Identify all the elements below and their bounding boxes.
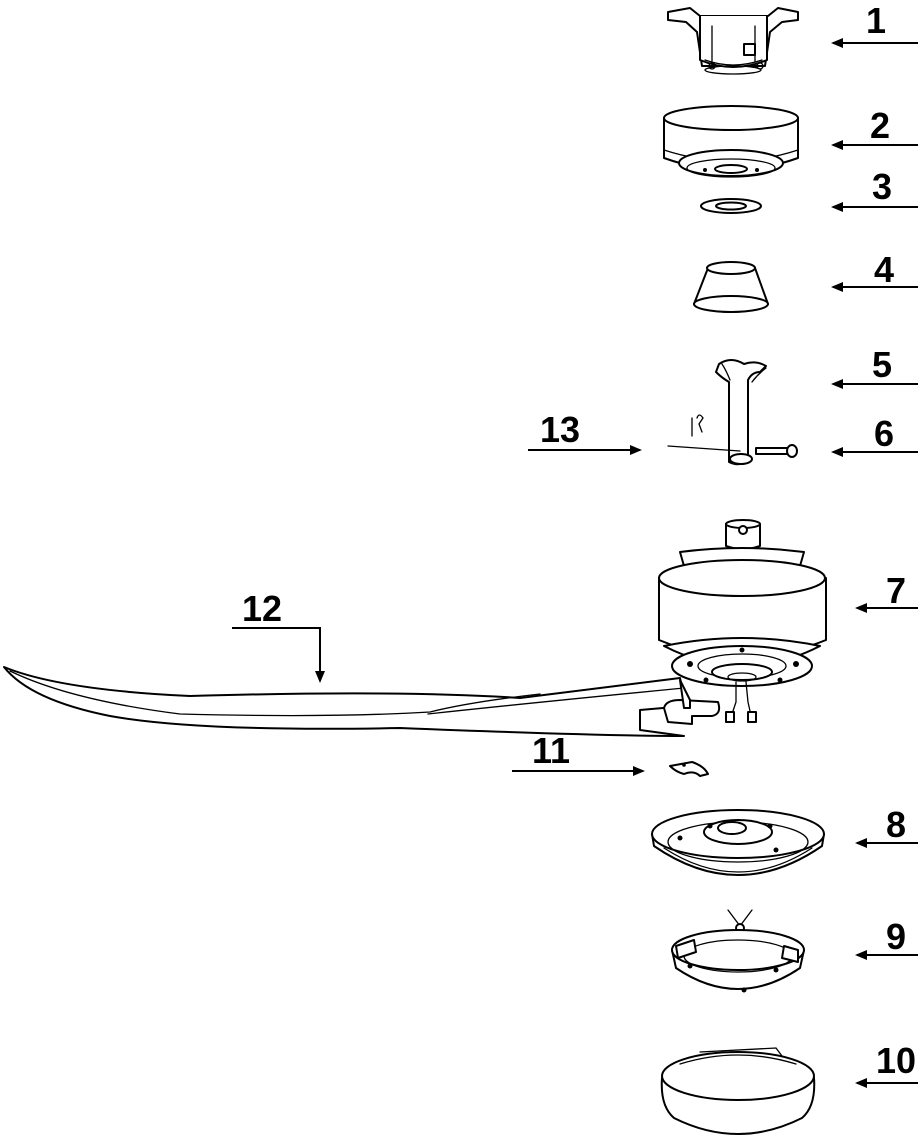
callout-label-7: 7 <box>886 570 906 611</box>
callout-label-4: 4 <box>874 249 894 290</box>
coupling-cover <box>693 261 769 313</box>
callout-label-10: 10 <box>876 1040 916 1081</box>
callout-label-3: 3 <box>872 166 892 207</box>
callout-label-11: 11 <box>532 730 570 771</box>
callout-label-12: 12 <box>242 588 282 629</box>
downrod <box>715 359 767 466</box>
light-kit-ring <box>671 909 805 993</box>
leader-12 <box>232 627 325 683</box>
cotter-pin <box>667 414 741 452</box>
callout-label-5: 5 <box>872 344 892 385</box>
callout-label-13: 13 <box>540 409 580 450</box>
motor-housing <box>658 519 827 723</box>
hanger-pin <box>755 444 798 458</box>
callout-label-6: 6 <box>874 413 894 454</box>
callout-labels: 1 2 3 4 5 6 7 8 9 10 11 12 13 <box>242 0 916 1081</box>
blade-bracket-plate <box>669 761 709 777</box>
canopy <box>663 105 799 178</box>
callout-label-8: 8 <box>886 804 906 845</box>
ring-washer <box>700 198 762 214</box>
switch-housing <box>651 809 825 876</box>
callout-label-9: 9 <box>886 916 906 957</box>
fan-blade <box>3 666 721 737</box>
glass-cover <box>660 1047 816 1135</box>
mounting-bracket <box>667 7 799 75</box>
callout-label-1: 1 <box>866 0 886 41</box>
callout-leaders <box>232 38 918 1088</box>
callout-label-2: 2 <box>870 105 890 146</box>
